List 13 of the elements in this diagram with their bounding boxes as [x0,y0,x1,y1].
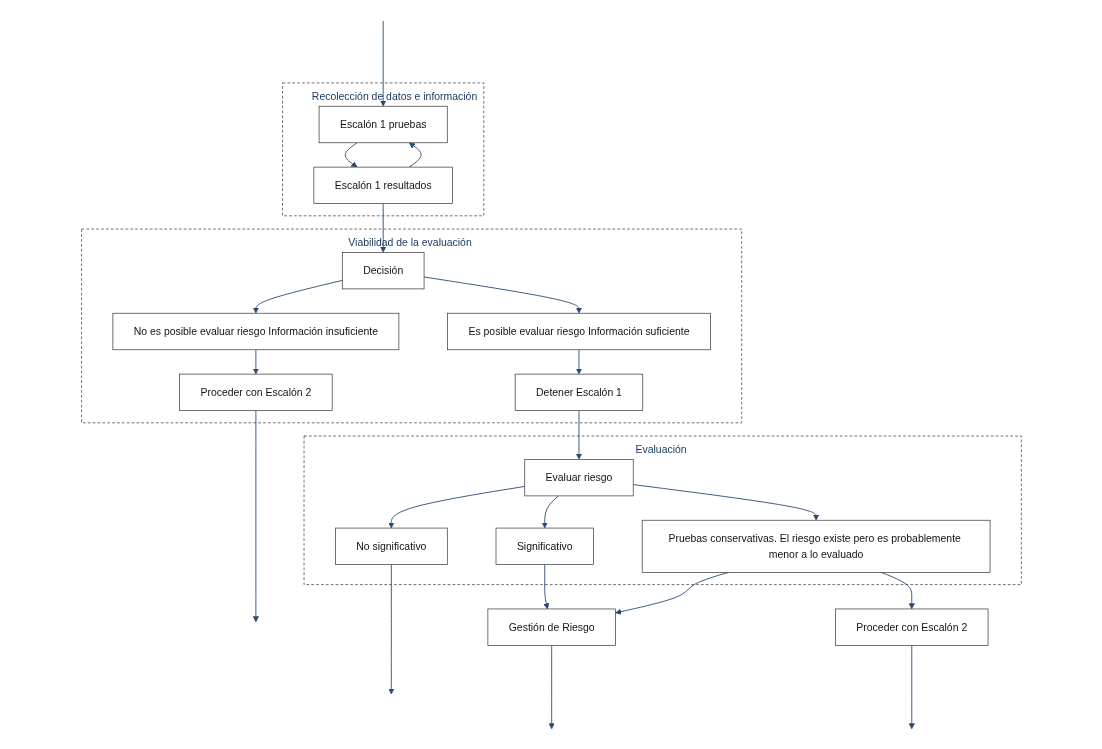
node-box: No significativo [334,527,448,565]
node-box: Es posible evaluar riesgo Información suficiente [446,312,711,350]
node-box: Escalón 1 resultados [313,166,453,204]
node-box: Decisión [341,251,424,289]
node-box: Pruebas conservativas. El riesgo existe pero es probablemente menor a lo evaluado [641,519,990,573]
node-box: Proceder con Escalón 2 [834,608,988,646]
node-box: Escalón 1 pruebas [318,105,448,143]
node-box: Significativo [495,527,594,565]
node-box: Detener Escalón 1 [514,373,643,411]
node-box: No es posible evaluar riesgo Información insuficiente [112,312,399,350]
node-box: Gestión de Riesgo [487,608,616,646]
node-box: Evaluar riesgo [523,458,634,496]
node-box: Proceder con Escalón 2 [178,373,333,411]
